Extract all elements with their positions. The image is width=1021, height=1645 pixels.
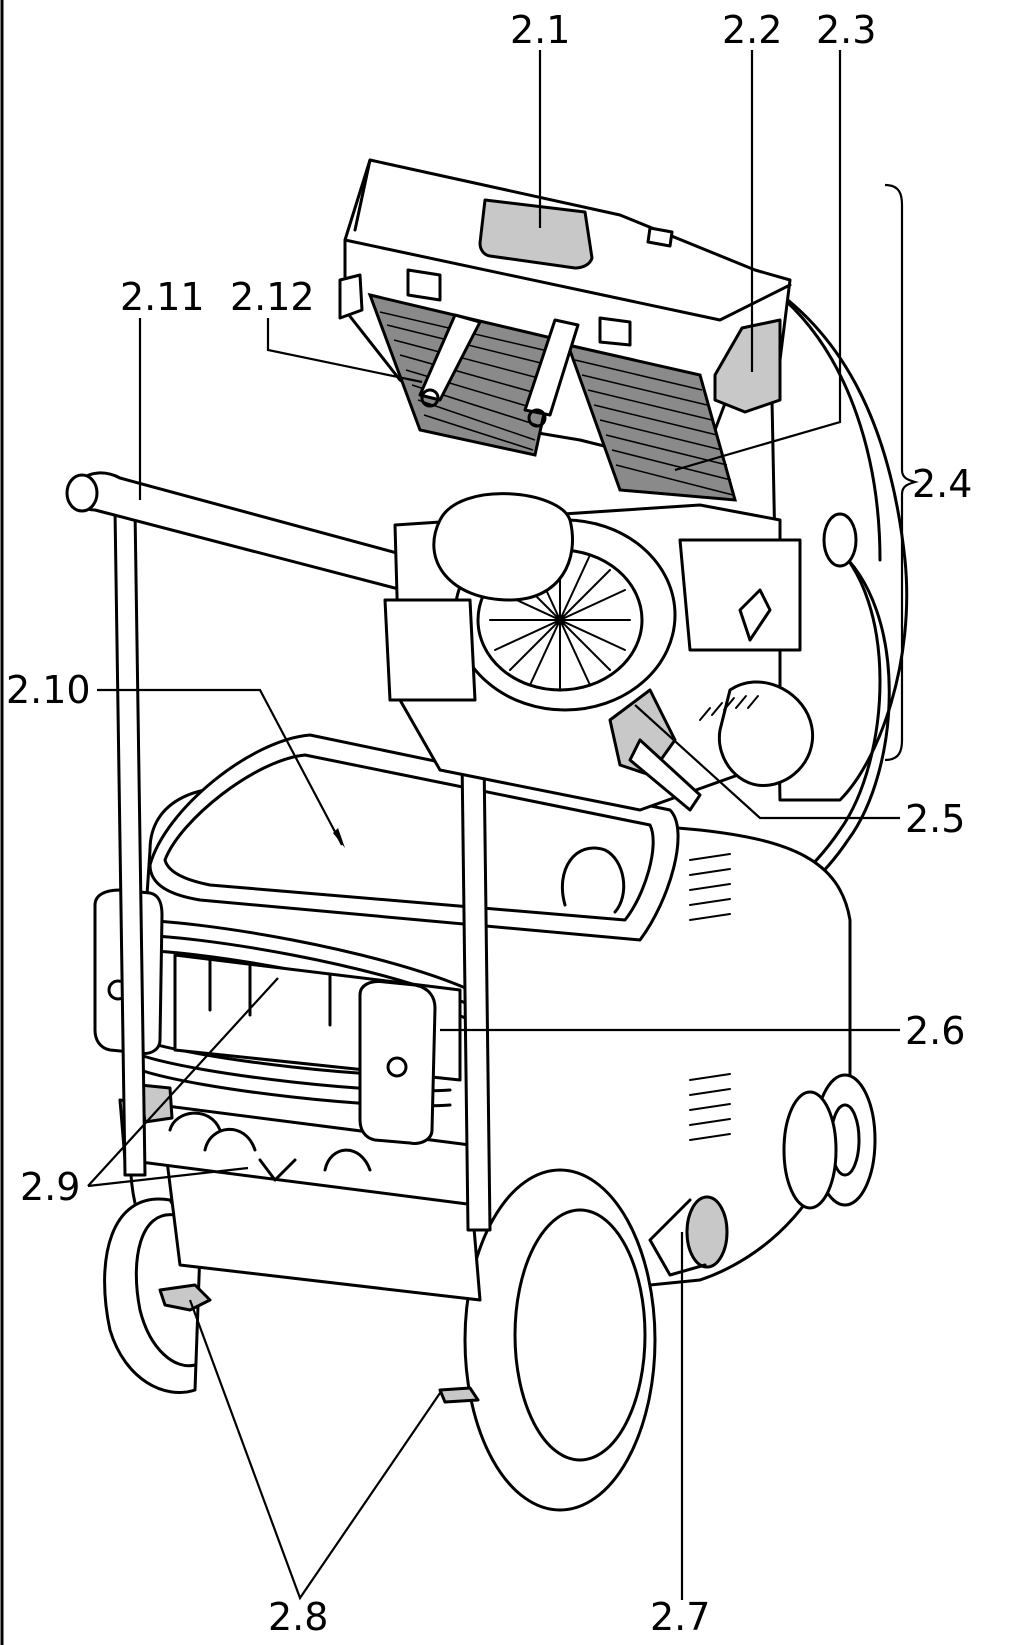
label-2-7: 2.7: [650, 1595, 710, 1639]
label-2-5: 2.5: [905, 797, 965, 841]
label-2-6: 2.6: [905, 1009, 965, 1053]
label-2-1: 2.1: [510, 8, 570, 52]
label-2-3: 2.3: [816, 8, 876, 52]
label-2-10: 2.10: [6, 668, 91, 712]
machine-illustration: [65, 158, 909, 1512]
leader-lines: [87, 50, 920, 1601]
label-2-9: 2.9: [20, 1165, 80, 1209]
label-2-12: 2.12: [230, 275, 315, 319]
callout-labels: 2.1 2.2 2.3 2.11 2.12 2.4 2.10 2.5 2.6 2…: [6, 8, 972, 1639]
label-2-2: 2.2: [722, 8, 782, 52]
label-2-11: 2.11: [120, 275, 205, 319]
label-2-4: 2.4: [912, 462, 972, 506]
label-2-8: 2.8: [268, 1595, 328, 1639]
